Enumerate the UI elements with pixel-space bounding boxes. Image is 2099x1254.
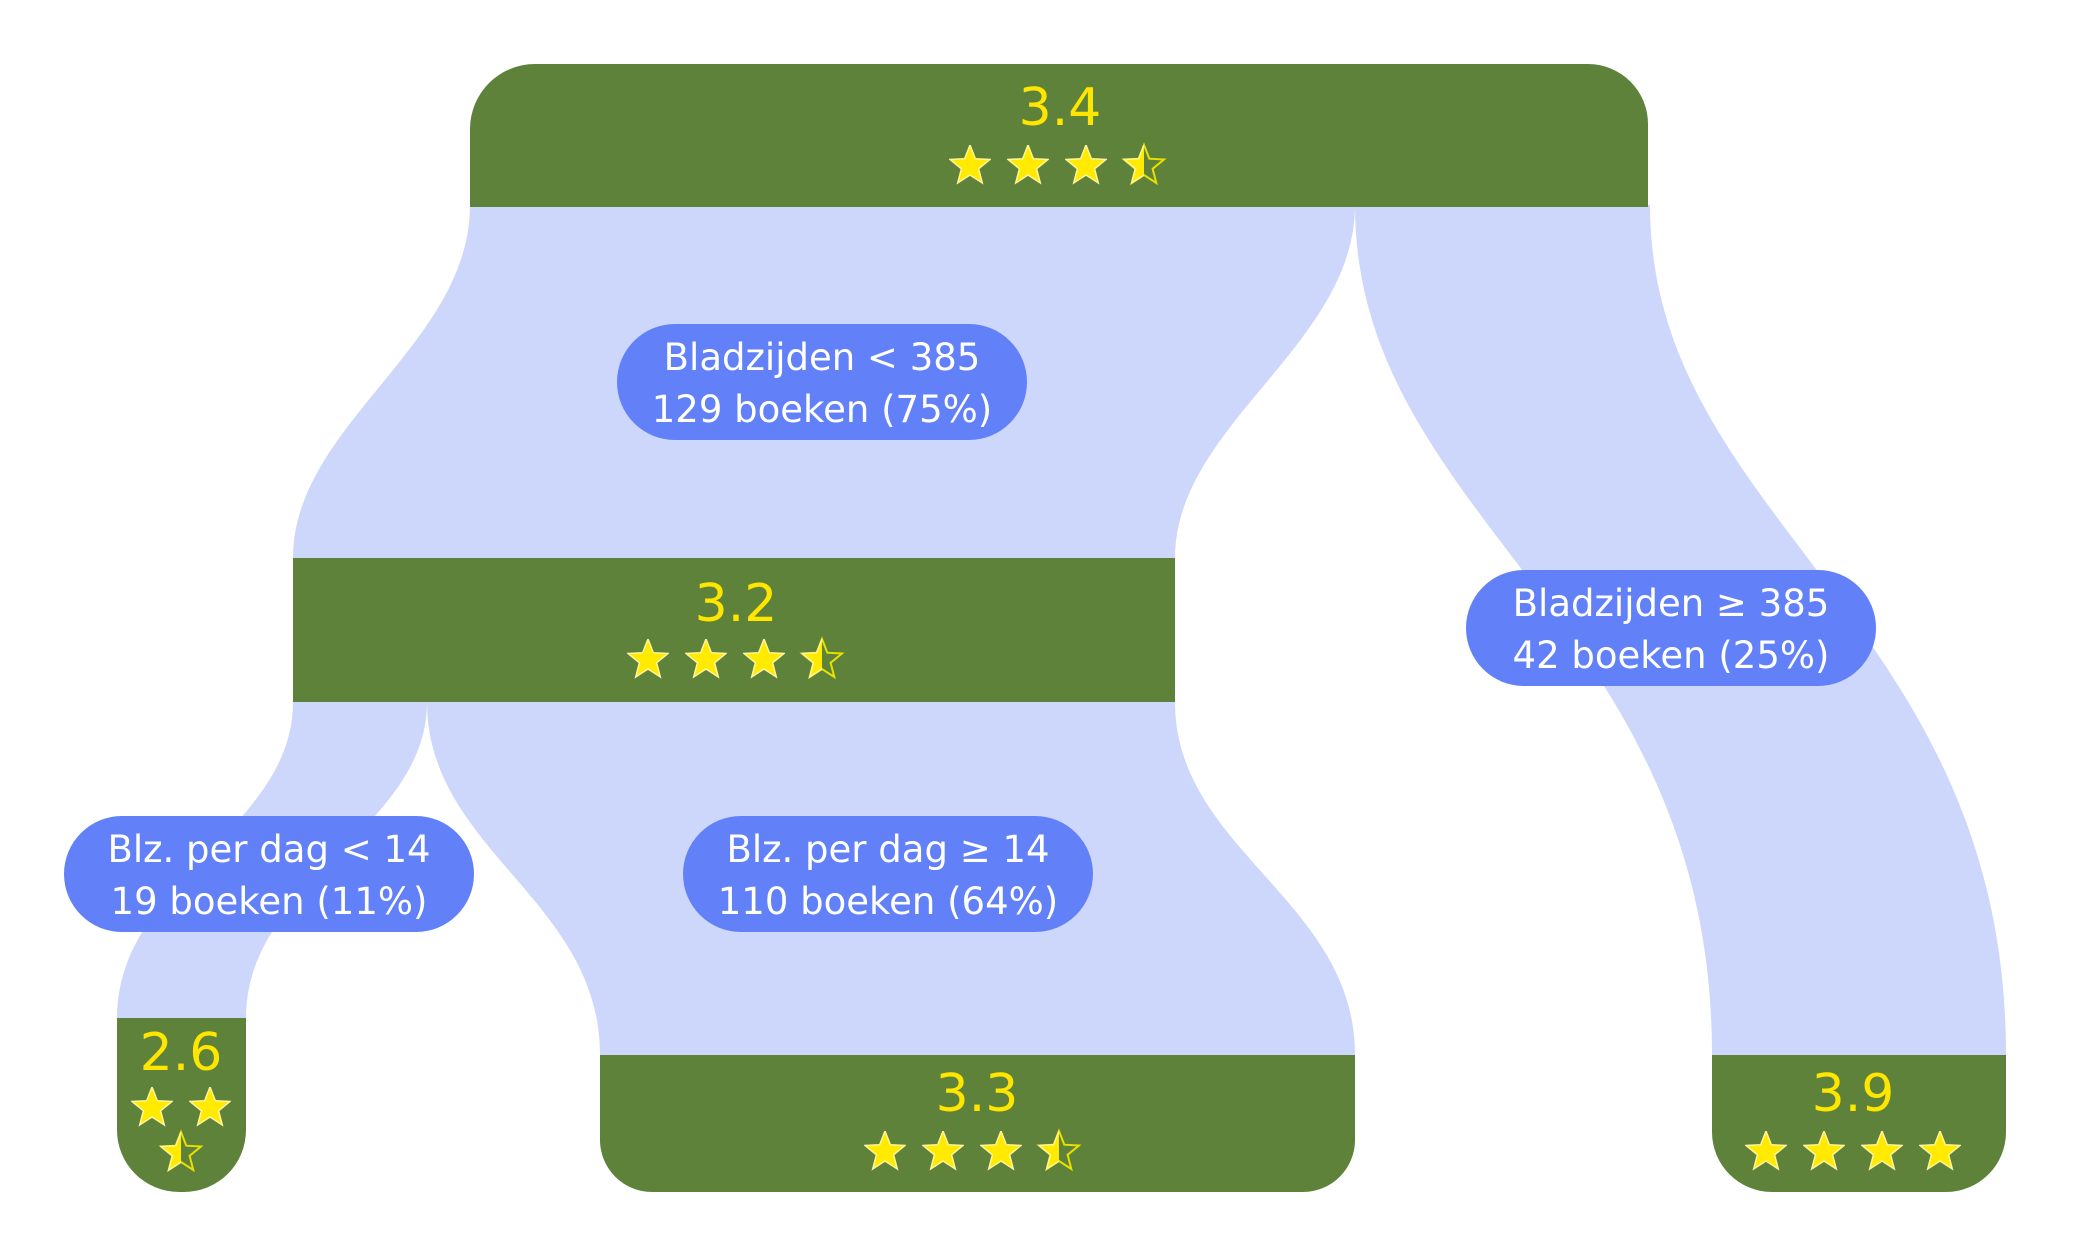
star-half-icon [801,639,822,679]
split-count: 129 boeken (75%) [651,388,993,431]
node-pages-lt-385-score: 3.2 [695,574,778,634]
split-condition: Blz. per dag < 14 [107,828,431,871]
node-ppd-gte-14-stars [864,1128,1082,1172]
star-full-icon [949,145,991,185]
node-ppd-gte-14-score: 3.3 [936,1064,1019,1124]
split-count: 19 boeken (11%) [110,880,428,923]
star-half-icon [160,1132,181,1172]
star-full-icon [1065,145,1107,185]
star-full-icon [627,639,669,679]
star-full-icon [1919,1131,1961,1171]
star-half-icon [1038,1131,1059,1171]
split-pill-ppd-gte-14: Blz. per dag ≥ 14 110 boeken (64%) [683,816,1093,932]
node-ppd-lt-14-score: 2.6 [140,1023,223,1083]
split-pill-pages-lt-385: Bladzijden < 385 129 boeken (75%) [617,324,1027,440]
star-full-icon [131,1087,173,1127]
star-full-icon [1745,1131,1787,1171]
star-full-icon [685,639,727,679]
split-count: 110 boeken (64%) [717,880,1059,923]
node-ppd-gte-14-box [600,1055,1355,1192]
split-condition: Bladzijden ≥ 385 [1512,582,1830,625]
star-full-icon [189,1087,231,1127]
split-condition: Blz. per dag ≥ 14 [726,828,1050,871]
star-full-icon [1007,145,1049,185]
star-full-icon [864,1131,906,1171]
node-root-box [470,64,1648,207]
star-full-icon [922,1131,964,1171]
node-pages-lt-385-box [293,558,1175,702]
node-root-score: 3.4 [1019,78,1102,138]
star-half-icon [1123,145,1144,185]
star-full-icon [743,639,785,679]
node-root-stars [949,142,1167,186]
node-ppd-lt-14-stars [131,1087,231,1173]
split-count: 42 boeken (25%) [1512,634,1830,677]
split-pill-pages-gte-385: Bladzijden ≥ 385 42 boeken (25%) [1466,570,1876,686]
star-full-icon [1861,1131,1903,1171]
node-ppd-lt-14-box [117,1018,246,1192]
split-pill-ppd-lt-14: Blz. per dag < 14 19 boeken (11%) [64,816,474,932]
node-pages-gte-385-score: 3.9 [1812,1064,1895,1124]
split-condition: Bladzijden < 385 [663,336,981,379]
node-pages-lt-385-stars [627,636,845,680]
node-pages-gte-385-stars [1745,1131,1961,1171]
star-full-icon [980,1131,1022,1171]
star-full-icon [1803,1131,1845,1171]
